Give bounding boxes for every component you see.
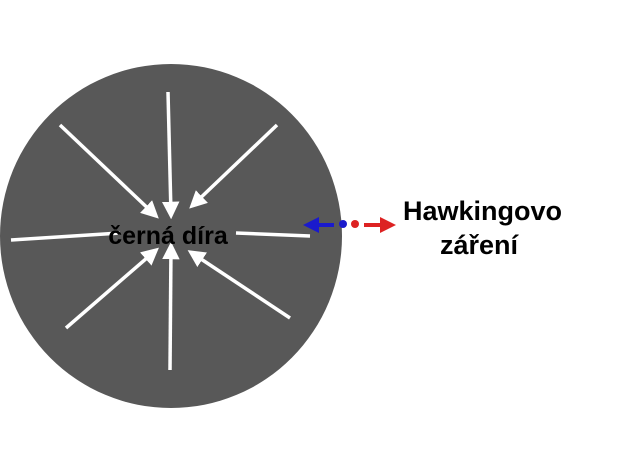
hawking-radiation-label-line1: Hawkingovo <box>403 196 562 226</box>
infall-arrows <box>10 91 311 371</box>
infall-arrow-bottom-right <box>187 250 291 320</box>
hawking-radiation-label-line2: záření <box>440 230 520 260</box>
infall-arrow-top-left <box>58 123 159 219</box>
infall-arrow-bottom <box>162 241 180 371</box>
infall-arrow-top-right <box>189 123 279 209</box>
escaping-red-particle <box>351 220 359 228</box>
infall-arrow-bottom-left <box>64 247 159 330</box>
infall-arrow-top <box>161 91 180 220</box>
infall-arrow-left <box>10 231 121 242</box>
outgoing-blue-particle <box>339 220 347 228</box>
infall-arrow-right <box>235 231 311 238</box>
particle-pair <box>303 217 396 233</box>
black-hole-label: černá díra <box>108 222 229 250</box>
